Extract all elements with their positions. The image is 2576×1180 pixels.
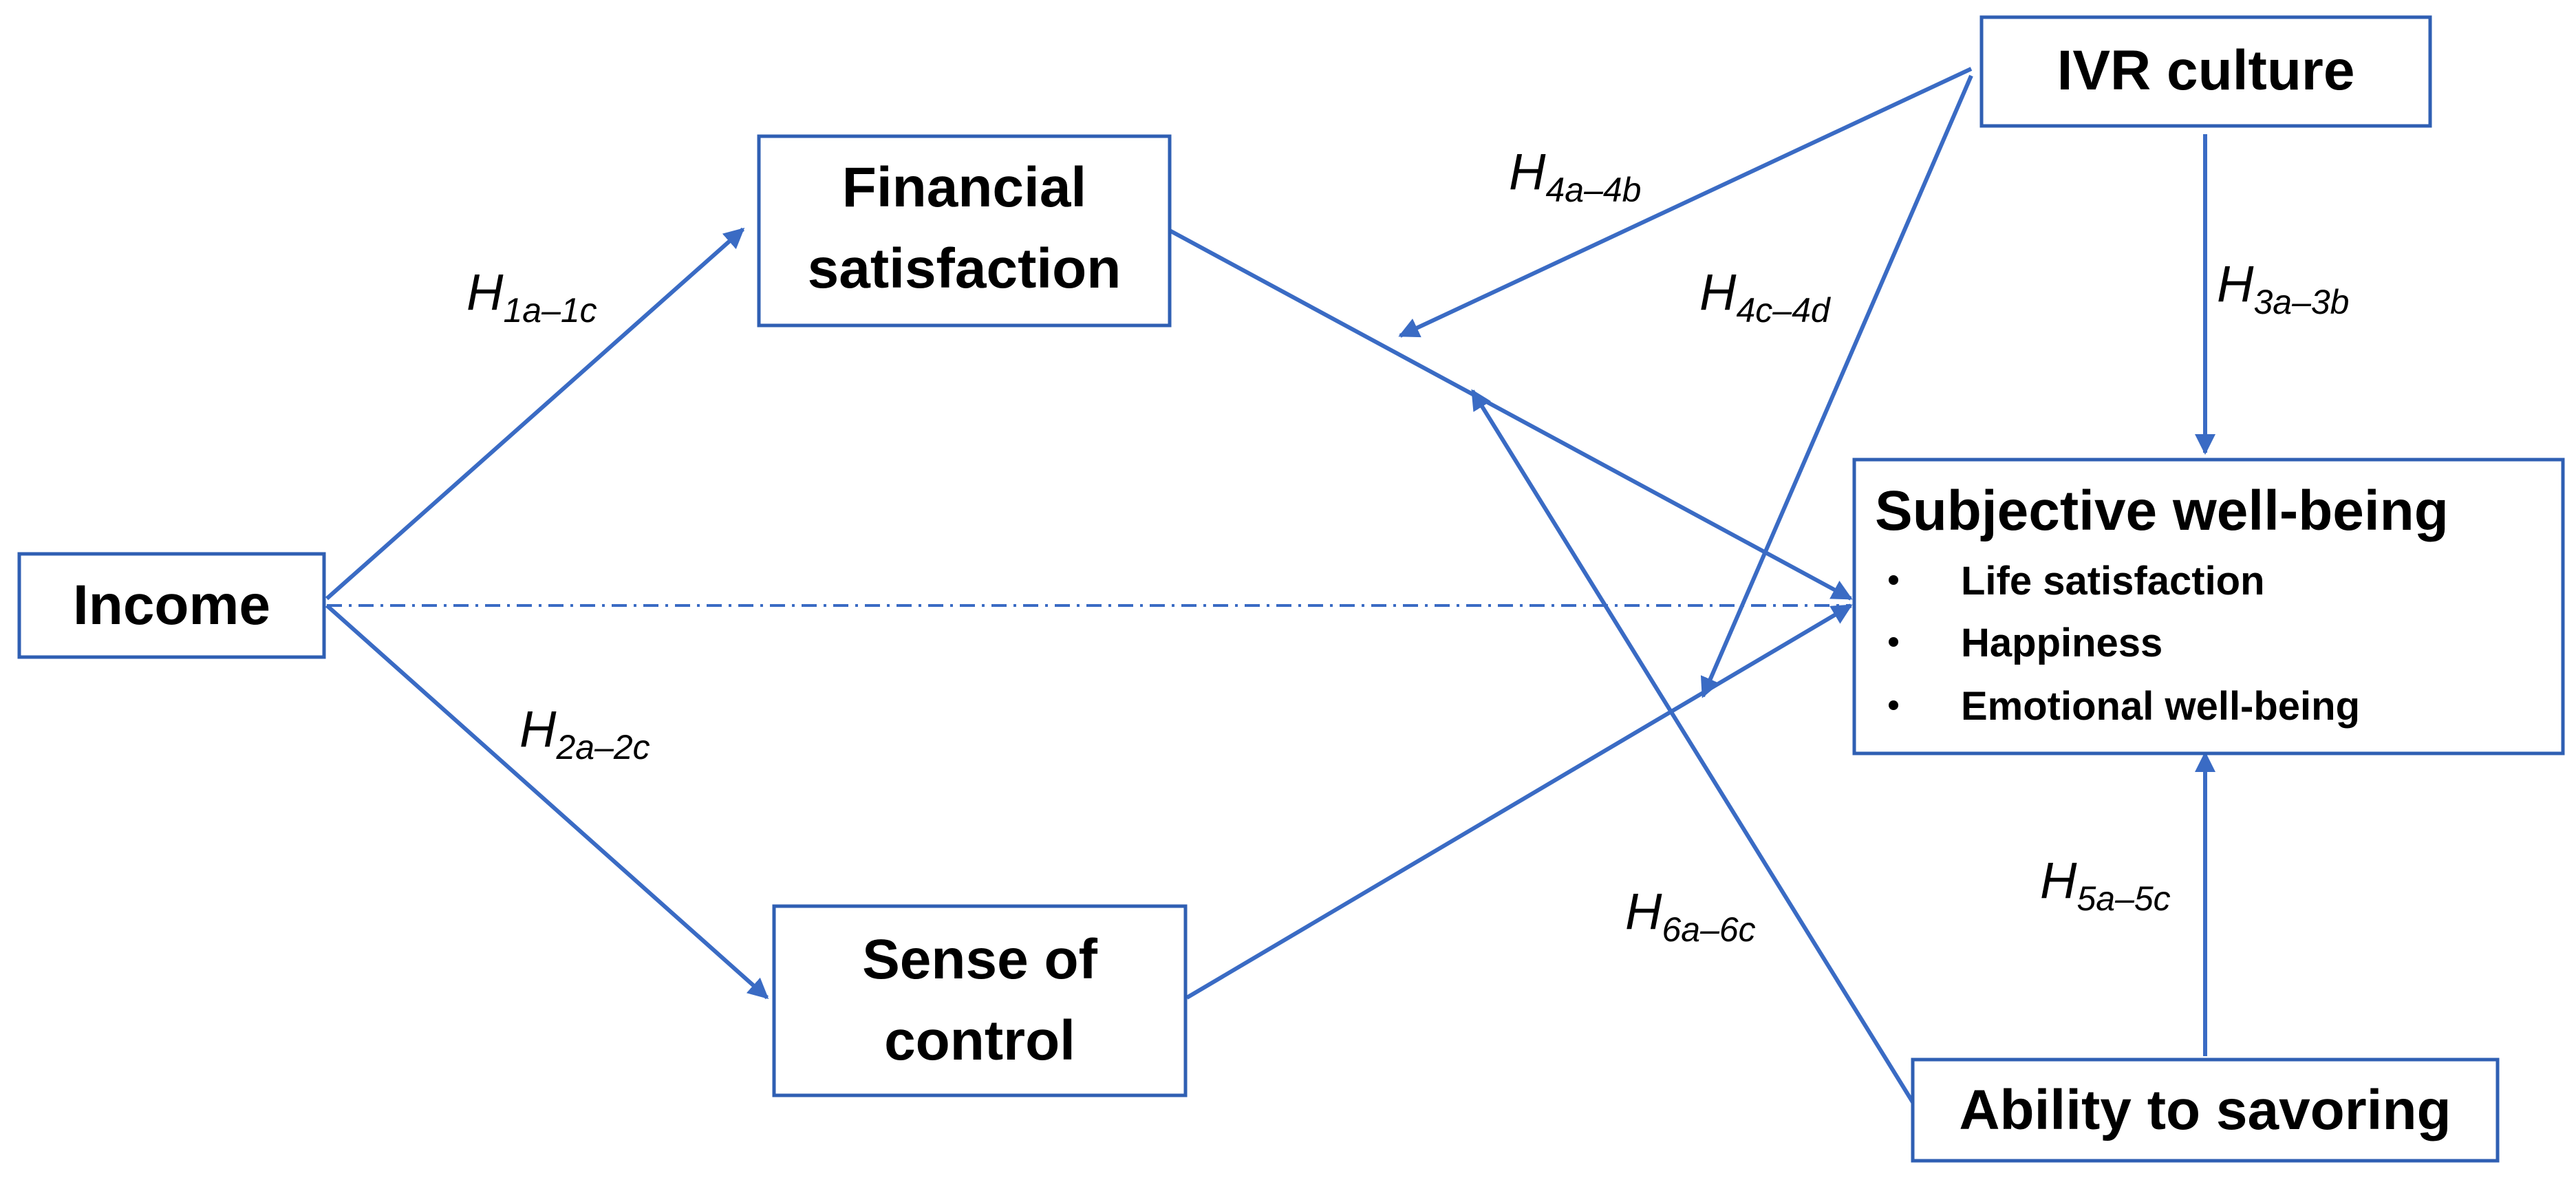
financial-satisfaction-label-line2: satisfaction — [808, 237, 1121, 300]
hypothesis-label-h6: H6a–6c — [1625, 883, 1756, 949]
financial-satisfaction-label-line1: Financial — [842, 156, 1086, 219]
arrow-ivr-culture-to-financial-path — [1398, 67, 1973, 338]
income-label: Income — [73, 574, 270, 636]
bullet-icon — [1889, 575, 1898, 585]
ability-to-savoring-node: Ability to savoring — [1911, 1058, 2500, 1163]
subjective-wellbeing-node: Subjective well-being Life satisfaction … — [1852, 458, 2565, 755]
hypothesis-label-h3: H3a–3b — [2217, 255, 2350, 321]
arrow-income-to-financial-satisfaction — [325, 227, 745, 601]
wellbeing-item-life-satisfaction: Life satisfaction — [1961, 559, 2265, 603]
hypothesis-label-h4cd: H4c–4d — [1699, 264, 1832, 330]
ivr-culture-node: IVR culture — [1979, 15, 2432, 128]
subjective-wellbeing-title: Subjective well-being — [1875, 480, 2449, 542]
hypothesis-label-h2: H2a–2c — [519, 700, 650, 766]
wellbeing-item-emotional-wellbeing: Emotional well-being — [1961, 684, 2360, 729]
hypothesis-label-h4ab: H4a–4b — [1509, 143, 1642, 209]
wellbeing-item-happiness: Happiness — [1961, 621, 2162, 665]
arrow-financial-satisfaction-to-subjective-wellbeing — [1168, 228, 1853, 601]
hypothesis-label-h5: H5a–5c — [2040, 852, 2171, 918]
hypothesis-label-h1: H1a–1c — [466, 264, 597, 330]
sense-of-control-node: Sense of control — [772, 904, 1188, 1097]
arrow-income-to-sense-of-control — [325, 603, 769, 1000]
ability-to-savoring-label: Ability to savoring — [1959, 1079, 2451, 1141]
bullet-icon — [1889, 637, 1898, 647]
financial-satisfaction-node: Financial satisfaction — [757, 134, 1172, 328]
sense-of-control-label-line1: Sense of — [862, 928, 1097, 991]
arrow-ivr-culture-to-control-path — [1700, 74, 1973, 698]
ivr-culture-label: IVR culture — [2057, 39, 2355, 102]
income-node: Income — [17, 552, 326, 659]
sense-of-control-label-line2: control — [884, 1009, 1075, 1072]
bullet-icon — [1889, 700, 1898, 710]
arrow-savoring-to-financial-path — [1470, 389, 1918, 1109]
arrow-sense-of-control-to-subjective-wellbeing — [1185, 603, 1853, 1000]
